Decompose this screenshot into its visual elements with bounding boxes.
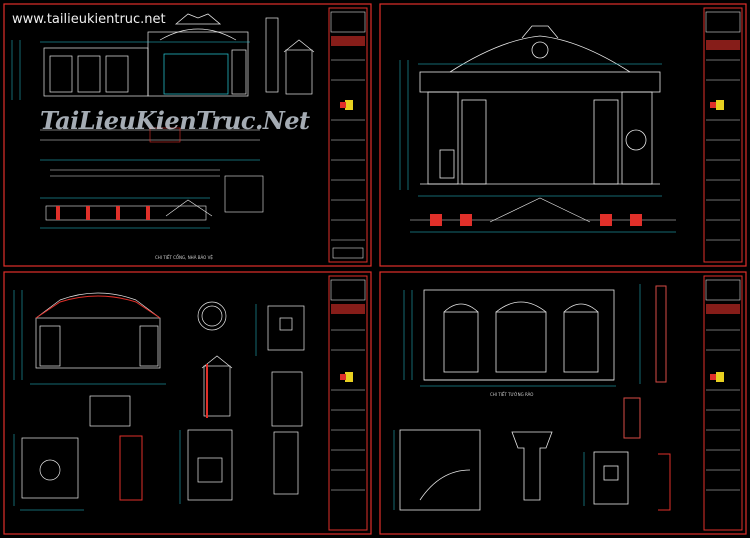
title-block-1 bbox=[328, 7, 368, 263]
svg-text:CHI TIẾT TƯỜNG RÀO: CHI TIẾT TƯỜNG RÀO bbox=[490, 391, 533, 397]
sheet-2 bbox=[379, 3, 747, 267]
title-block-2 bbox=[703, 7, 743, 263]
sheet-4: CHI TIẾT TƯỜNG RÀO bbox=[379, 271, 747, 535]
watermark-url: www.tailieukientruc.net bbox=[12, 12, 166, 27]
sheet-1: CHI TIẾT CỔNG, NHÀ BẢO VỆ bbox=[3, 3, 372, 267]
title-block-4 bbox=[703, 275, 743, 531]
sheet-3 bbox=[3, 271, 372, 535]
svg-text:CHI TIẾT CỔNG, NHÀ BẢO VỆ: CHI TIẾT CỔNG, NHÀ BẢO VỆ bbox=[155, 254, 213, 260]
title-block-3 bbox=[328, 275, 368, 531]
watermark-logo: TaiLieuKienTruc.Net bbox=[40, 106, 310, 135]
